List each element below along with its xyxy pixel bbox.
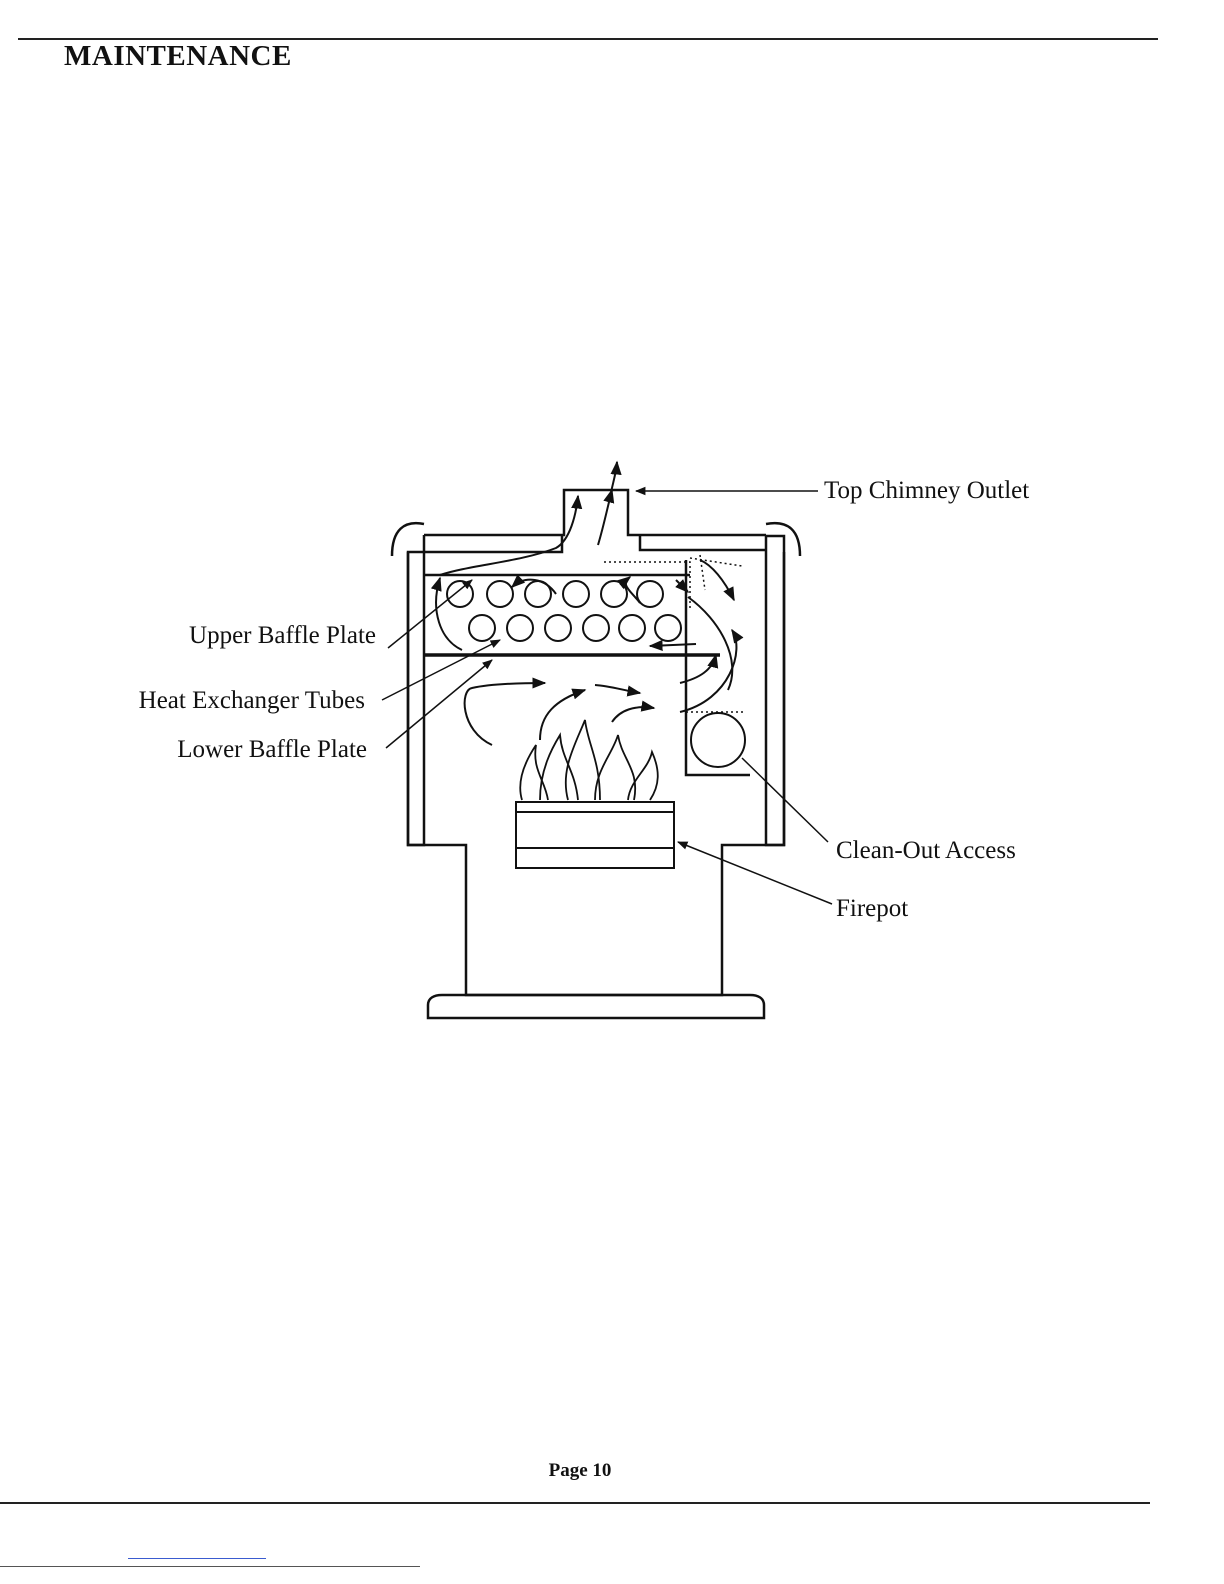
label-clean-out-access: Clean-Out Access [836,837,1016,864]
label-firepot: Firepot [836,895,908,922]
bottom-rule [0,1502,1150,1504]
stove-body [392,490,800,1018]
firepot-shape [516,802,674,868]
scan-mark-line [0,1566,420,1567]
clean-out-cover [691,713,745,767]
page-number: Page 10 [0,1460,1160,1482]
label-top-chimney-outlet: Top Chimney Outlet [824,477,1029,504]
heat-exchanger-tubes [447,581,681,641]
scan-mark [128,1558,266,1559]
label-upper-baffle-plate: Upper Baffle Plate [189,622,376,649]
label-lower-baffle-plate: Lower Baffle Plate [177,736,367,763]
label-heat-exchanger-tubes: Heat Exchanger Tubes [139,687,365,714]
